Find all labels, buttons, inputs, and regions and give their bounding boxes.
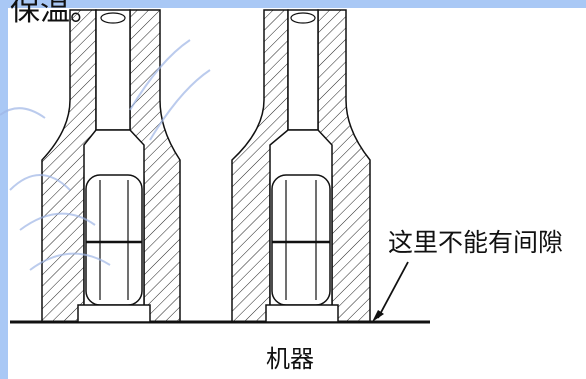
left-pipe	[95, 9, 131, 131]
left-accent-bar	[0, 0, 8, 379]
left-fitting-body	[83, 129, 145, 323]
right-fitting-body	[269, 129, 333, 323]
machine-label: 机器	[266, 345, 314, 373]
top-accent-bar	[0, 0, 586, 8]
gap-arrow-line	[377, 261, 409, 319]
left-pipe-top	[100, 12, 126, 24]
gap-arrow-head	[372, 310, 384, 322]
right-pipe-top	[290, 12, 316, 24]
left-assembly	[41, 9, 181, 323]
gap-warning-label: 这里不能有间隙	[388, 228, 564, 257]
right-assembly	[231, 9, 371, 323]
left-base-flange	[77, 304, 151, 323]
right-pipe	[287, 9, 319, 131]
right-base-flange	[265, 304, 339, 323]
